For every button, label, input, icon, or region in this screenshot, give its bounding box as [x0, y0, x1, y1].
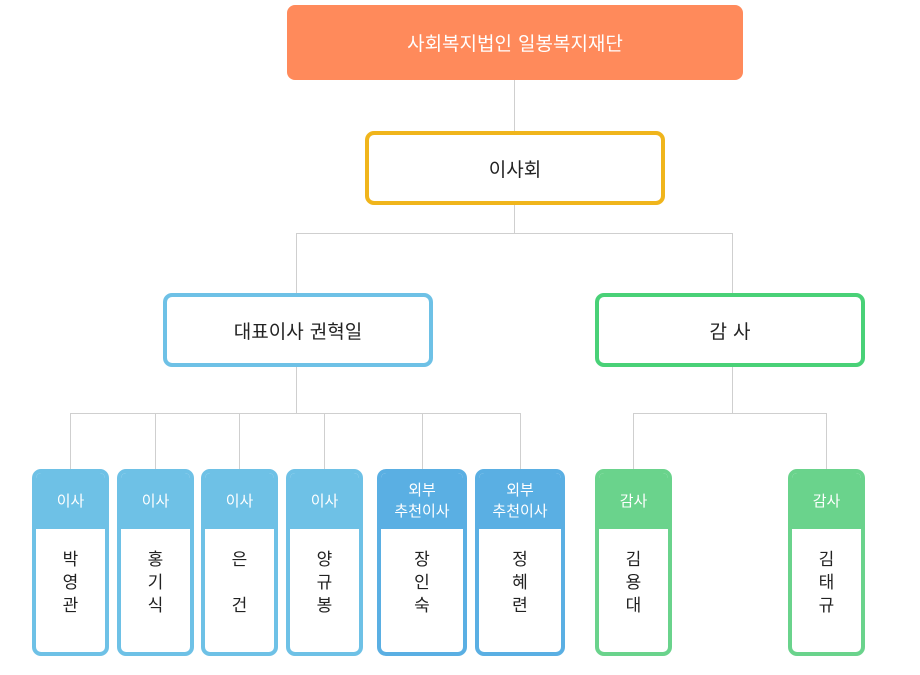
- name-char: 장: [414, 550, 430, 570]
- name-char: 규: [818, 596, 835, 616]
- member-role: 외부 추천이사: [381, 473, 463, 529]
- connector-line: [732, 367, 733, 414]
- connector-line: [296, 233, 733, 234]
- member-role: 감사: [792, 473, 861, 529]
- name-char: 은: [231, 550, 248, 570]
- member-card-external-director: 외부 추천이사 정 혜 련: [475, 469, 565, 656]
- name-char: 대: [625, 596, 642, 616]
- name-char: 양: [316, 550, 333, 570]
- member-name: 양 규 봉: [290, 529, 359, 618]
- connector-line: [239, 413, 240, 469]
- member-role: 이사: [290, 473, 359, 529]
- name-char: 숙: [414, 596, 430, 616]
- board-box: 이사회: [365, 131, 665, 205]
- connector-line: [633, 413, 634, 469]
- name-char: 홍: [147, 550, 164, 570]
- member-card-director: 이사 은 건: [201, 469, 278, 656]
- connector-line: [70, 413, 71, 469]
- connector-line: [520, 413, 521, 469]
- name-char: 관: [62, 596, 79, 616]
- board-label: 이사회: [488, 158, 542, 181]
- name-char: 련: [512, 596, 528, 616]
- name-char: 용: [625, 573, 642, 593]
- connector-line: [155, 413, 156, 469]
- name-char: 영: [62, 573, 79, 593]
- auditor-group-box: 감 사: [595, 293, 865, 367]
- auditor-group-label: 감 사: [709, 320, 751, 343]
- name-char: 김: [625, 550, 642, 570]
- name-char: 박: [62, 550, 79, 570]
- representative-label: 대표이사 권혁일: [233, 320, 363, 343]
- name-char: 건: [231, 596, 248, 616]
- member-card-auditor: 감사 김 용 대: [595, 469, 672, 656]
- name-char: 김: [818, 550, 835, 570]
- member-role: 이사: [121, 473, 190, 529]
- member-name: 장 인 숙: [381, 529, 463, 618]
- member-name: 김 태 규: [792, 529, 861, 618]
- name-char: 기: [147, 573, 164, 593]
- name-char: 혜: [512, 573, 528, 593]
- member-name: 정 혜 련: [479, 529, 561, 618]
- foundation-label: 사회복지법인 일봉복지재단: [407, 33, 623, 55]
- connector-line: [633, 413, 827, 414]
- member-card-director: 이사 양 규 봉: [286, 469, 363, 656]
- member-role: 이사: [36, 473, 105, 529]
- connector-line: [514, 205, 515, 233]
- connector-line: [732, 233, 733, 293]
- member-card-director: 이사 홍 기 식: [117, 469, 194, 656]
- connector-line: [324, 413, 325, 469]
- member-name: 박 영 관: [36, 529, 105, 618]
- member-name: 홍 기 식: [121, 529, 190, 618]
- connector-line: [514, 80, 515, 131]
- member-name: 은 건: [205, 529, 274, 618]
- connector-line: [422, 413, 423, 469]
- connector-line: [70, 413, 521, 414]
- member-role: 감사: [599, 473, 668, 529]
- representative-box: 대표이사 권혁일: [163, 293, 433, 367]
- member-name: 김 용 대: [599, 529, 668, 618]
- name-char: 정: [512, 550, 528, 570]
- member-card-external-director: 외부 추천이사 장 인 숙: [377, 469, 467, 656]
- name-char: 식: [147, 596, 164, 616]
- member-role: 외부 추천이사: [479, 473, 561, 529]
- connector-line: [296, 233, 297, 293]
- connector-line: [826, 413, 827, 469]
- connector-line: [296, 367, 297, 414]
- member-card-auditor: 감사 김 태 규: [788, 469, 865, 656]
- name-char: 태: [818, 573, 835, 593]
- member-card-director: 이사 박 영 관: [32, 469, 109, 656]
- name-char: 인: [414, 573, 430, 593]
- foundation-box: 사회복지법인 일봉복지재단: [287, 5, 743, 80]
- name-char: 규: [316, 573, 333, 593]
- member-role: 이사: [205, 473, 274, 529]
- name-char: 봉: [316, 596, 333, 616]
